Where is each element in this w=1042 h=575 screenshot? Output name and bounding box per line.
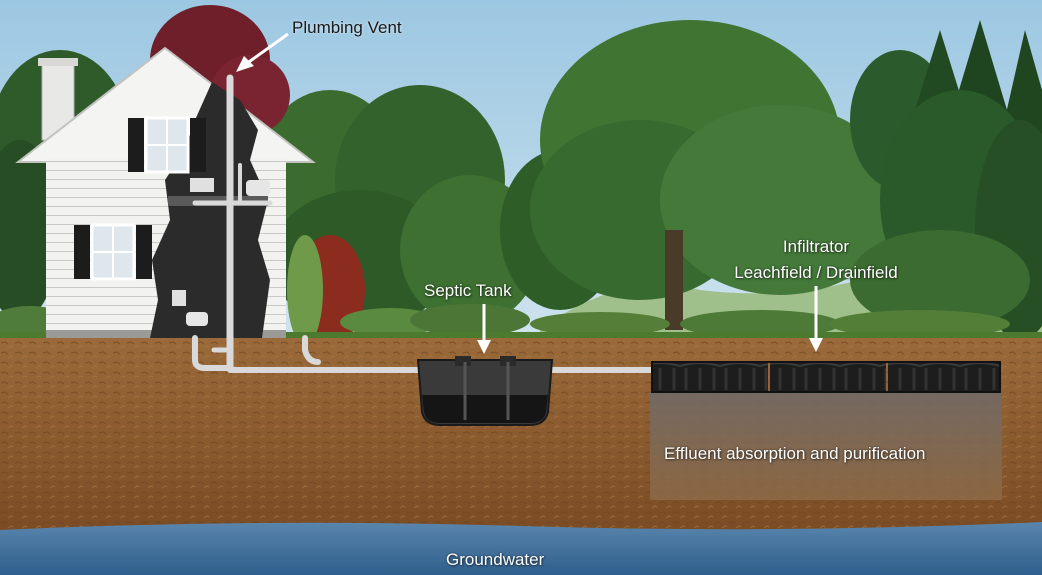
effluent-label: Effluent absorption and purification xyxy=(664,444,926,463)
tree-line xyxy=(0,5,1042,345)
leachfield-label-line2: Leachfield / Drainfield xyxy=(734,263,898,282)
septic-tank xyxy=(416,356,554,426)
house-cutaway xyxy=(150,82,270,338)
groundwater-label: Groundwater xyxy=(446,550,545,569)
window-lower xyxy=(74,223,152,281)
sink-upper xyxy=(190,178,214,192)
plumbing-vent-label: Plumbing Vent xyxy=(292,18,402,37)
sink-lower xyxy=(172,290,186,306)
leachfield-label-line1: Infiltrator xyxy=(782,237,850,256)
leachfield-chambers xyxy=(651,361,1001,393)
window-upper xyxy=(128,116,206,174)
absorption-zone xyxy=(650,392,1002,500)
toilet-lower xyxy=(186,312,208,326)
grass xyxy=(0,332,1042,340)
plumbing-pipes xyxy=(192,74,658,373)
label-arrows xyxy=(236,32,823,354)
vent-arrow xyxy=(245,32,289,66)
septic-tank-label: Septic Tank xyxy=(424,281,512,300)
house xyxy=(15,46,316,338)
groundwater-layer xyxy=(0,522,1042,575)
toilet-upper xyxy=(246,180,270,196)
